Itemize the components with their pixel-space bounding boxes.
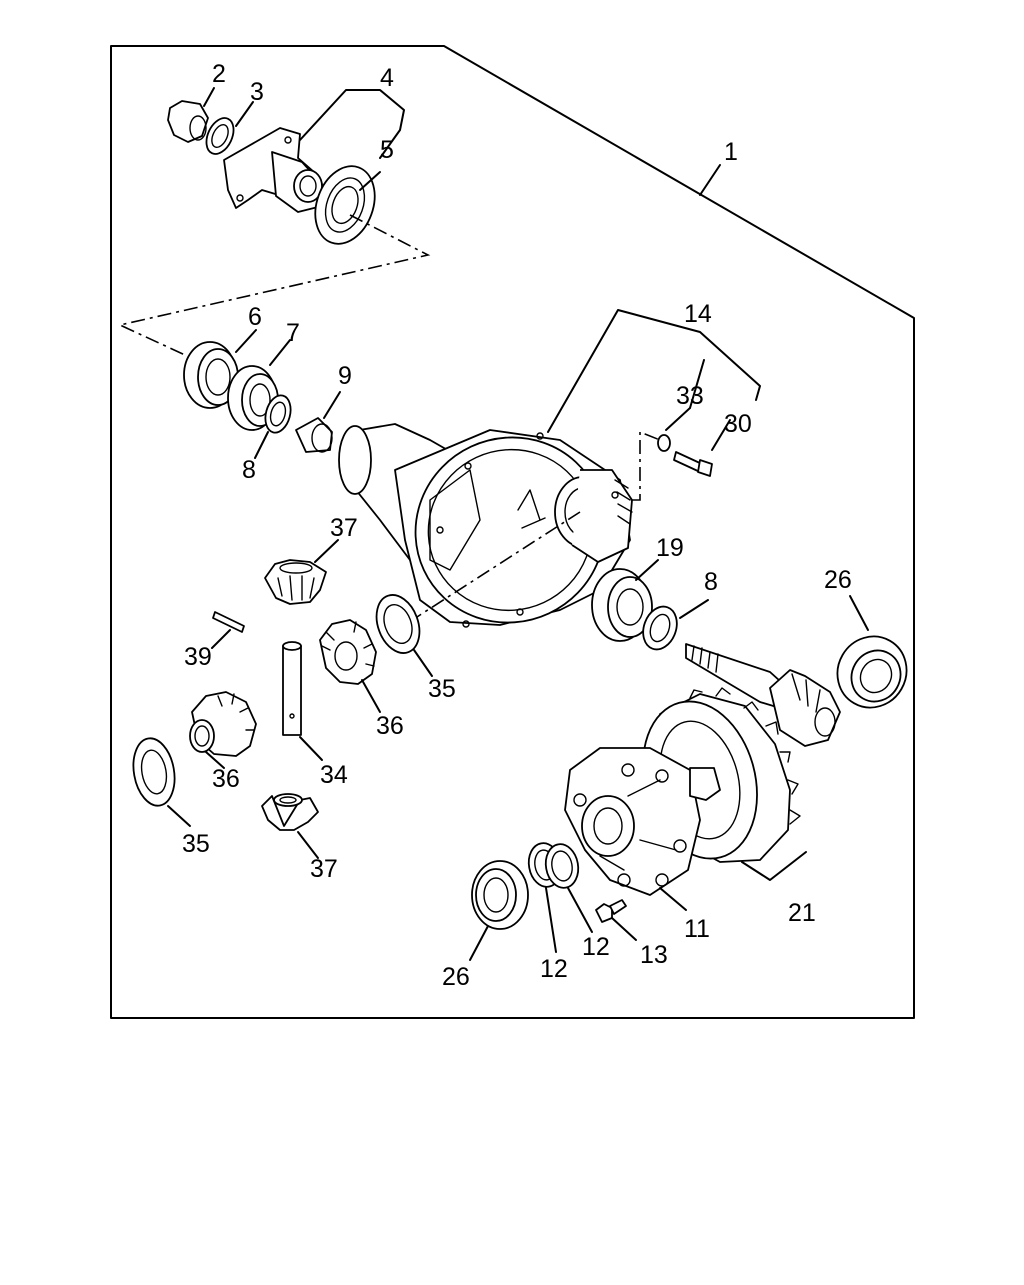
callout-4: 4 [380, 64, 394, 92]
callout-39: 39 [184, 643, 212, 671]
side-shim-right-part [642, 605, 678, 651]
adjust-shim-pair-part [527, 842, 580, 889]
cap-bolt-part [673, 451, 713, 477]
carrier-centerline [389, 511, 581, 636]
callout-8-upper: 8 [242, 456, 256, 484]
callout-11: 11 [684, 915, 710, 943]
shim-part [264, 394, 292, 434]
assembly-frame [110, 45, 915, 1019]
callout-13: 13 [640, 941, 668, 969]
callout-1: 1 [724, 138, 738, 166]
callout-2: 2 [212, 60, 226, 88]
callout-36-upper: 36 [376, 712, 404, 740]
callouts: 1 2 3 4 5 6 7 8 9 14 33 30 37 19 8 26 39… [182, 60, 852, 991]
differential-pinion-gear-upper [264, 559, 327, 605]
callout-14: 14 [684, 300, 712, 328]
oil-seal-part [314, 165, 376, 245]
thrust-washer-lower-part [132, 737, 176, 807]
callout-19: 19 [656, 534, 684, 562]
callout-12-left: 12 [540, 955, 568, 983]
callout-7: 7 [286, 319, 300, 347]
differential-pinion-gear-lower [261, 793, 319, 831]
pinion-nut-part [167, 100, 209, 143]
callout-21: 21 [788, 899, 816, 927]
ring-gear-bolt-part [595, 899, 627, 923]
callout-33: 33 [676, 382, 704, 410]
companion-flange-part [223, 127, 323, 213]
callout-35-upper: 35 [428, 675, 456, 703]
callout-3: 3 [250, 78, 264, 106]
side-bearing-left-part [471, 860, 529, 930]
callout-8-right: 8 [704, 568, 718, 596]
callout-12-right: 12 [582, 933, 610, 961]
side-gear-upper-part [319, 619, 377, 685]
callout-5: 5 [380, 136, 394, 164]
differential-carrier-part [338, 423, 633, 628]
callout-9: 9 [338, 362, 352, 390]
callout-26-left: 26 [442, 963, 470, 991]
collapsible-spacer-part [295, 417, 333, 453]
thrust-washer-upper-part [375, 594, 421, 654]
callout-37-lower: 37 [310, 855, 338, 883]
callout-35-lower: 35 [182, 830, 210, 858]
side-bearing-upper-right-part [836, 635, 908, 709]
callout-34: 34 [320, 761, 348, 789]
differential-case-part [564, 747, 721, 896]
flange-centerline [117, 214, 431, 356]
leader-lines [167, 87, 869, 961]
washer-part [205, 117, 235, 155]
callout-30: 30 [724, 410, 752, 438]
callout-6: 6 [248, 303, 262, 331]
callout-36-lower: 36 [212, 765, 240, 793]
callout-37-upper: 37 [330, 514, 358, 542]
cap-washer-part [657, 434, 671, 452]
pinion-shaft-part [282, 641, 302, 736]
pinion-lock-pin-part [212, 611, 245, 633]
cap-bolt-leader [632, 430, 661, 501]
side-bearing-right-part [591, 568, 653, 642]
side-gear-lower-part [189, 691, 257, 757]
callout-26-right: 26 [824, 566, 852, 594]
pinion-outer-bearing-part [183, 341, 239, 409]
drive-pinion-part [685, 643, 841, 747]
